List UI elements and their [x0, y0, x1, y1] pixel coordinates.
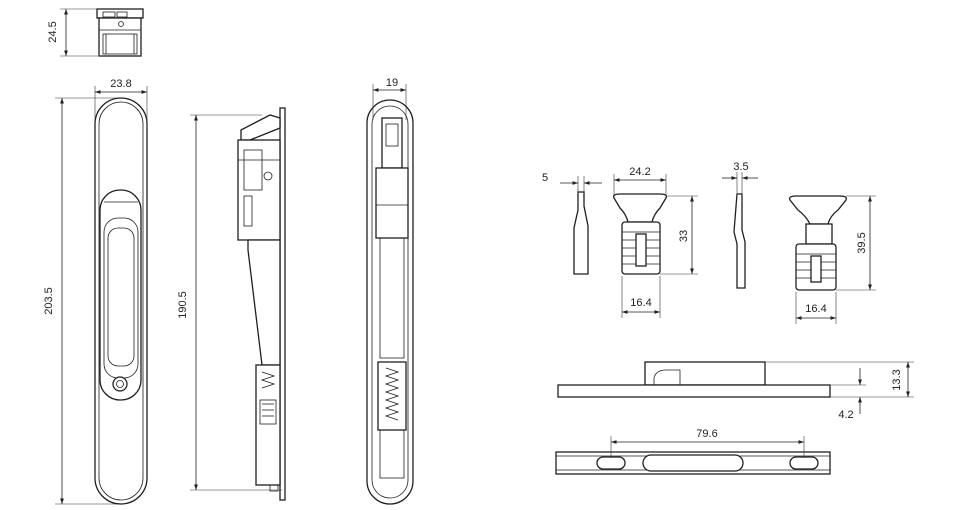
knob-2: [788, 195, 848, 291]
dim-knob2-base-label: 16.4: [805, 303, 826, 315]
dim-front-width: 23.8: [94, 78, 148, 122]
dim-knob2-height-label: 39.5: [856, 232, 868, 253]
dim-plate-thickness-label: 4.2: [838, 409, 853, 421]
dim-tab1-thickness: 5: [542, 172, 602, 194]
tab-1: [573, 191, 589, 275]
dim-knob2-height: 39.5: [836, 195, 876, 291]
dim-slot-spacing: 79.6: [610, 428, 805, 458]
dim-knob1-base-label: 16.4: [630, 297, 651, 309]
dim-rear-width: 19: [372, 77, 407, 120]
plate-top-view: [555, 451, 831, 475]
side-view: [237, 107, 286, 501]
dim-front-height: 203.5: [43, 97, 118, 505]
dim-tab2-thickness: 3.5: [722, 161, 758, 196]
dim-rear-width-label: 19: [386, 77, 398, 89]
front-view: [94, 97, 148, 505]
plate-side-view: [557, 361, 831, 398]
dim-plate-thickness: 4.2: [830, 368, 866, 421]
top-view: [96, 8, 144, 57]
dim-tab2-thickness-label: 3.5: [733, 161, 748, 173]
dim-knob1-base: 16.4: [621, 276, 661, 318]
knob-1: [612, 193, 668, 275]
dim-plate-height-label: 13.3: [891, 369, 903, 390]
dim-top-height: 24.5: [47, 8, 98, 57]
dim-plate-height: 13.3: [765, 361, 914, 398]
dim-tab1-thickness-label: 5: [542, 172, 548, 184]
tab-2: [733, 193, 746, 289]
dim-knob1-width: 24.2: [613, 166, 667, 196]
dim-knob1-height: 33: [660, 195, 698, 275]
dim-slot-spacing-label: 79.6: [696, 428, 717, 440]
dim-knob1-width-label: 24.2: [629, 166, 650, 178]
rear-view: [366, 99, 414, 505]
dim-knob2-base: 16.4: [795, 292, 837, 324]
dim-front-width-label: 23.8: [110, 78, 131, 90]
dim-side-height: 190.5: [177, 114, 282, 491]
dim-front-height-label: 203.5: [43, 287, 55, 315]
dim-top-height-label: 24.5: [47, 21, 59, 42]
dim-knob1-height-label: 33: [678, 230, 690, 242]
dim-side-height-label: 190.5: [177, 291, 189, 319]
